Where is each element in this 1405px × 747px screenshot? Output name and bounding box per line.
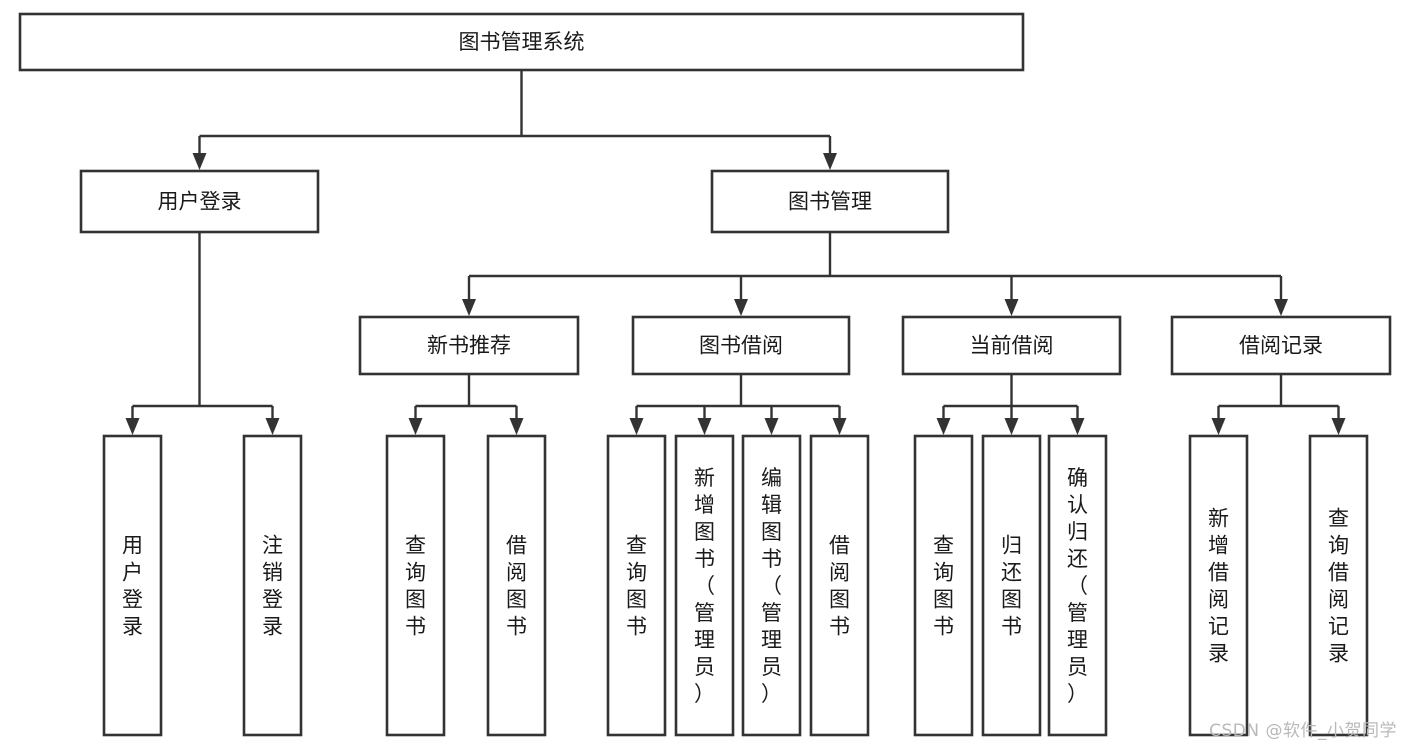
node-root-box[interactable] — [18, 12, 1025, 72]
node-borrow-record-label: 借阅记录 — [1239, 334, 1323, 358]
node-book-management-label: 图书管理 — [788, 190, 872, 214]
arrow-head-icon — [408, 418, 423, 435]
node-leaf-add-borrow-record[interactable]: 新增借阅记录 — [1188, 434, 1249, 737]
node-leaf-logout-login[interactable]: 注销登录 — [242, 434, 303, 737]
node-leaf-edit-book-admin[interactable]: 编辑图书（管理员） — [741, 434, 802, 737]
node-leaf-add-borrow-record-box[interactable] — [1188, 434, 1249, 737]
node-leaf-borrow-book-box[interactable] — [809, 434, 870, 737]
node-root[interactable]: 图书管理系统 — [18, 12, 1025, 72]
node-leaf-confirm-return-admin-label: 确认归还（管理员） — [1067, 466, 1088, 706]
arrow-head-icon — [265, 418, 280, 435]
node-leaf-user-login-box[interactable] — [102, 434, 163, 737]
node-new-book-recommend-box[interactable] — [358, 315, 580, 376]
arrow-head-icon — [1274, 299, 1288, 316]
nodes-layer: 图书管理系统用户登录图书管理新书推荐图书借阅当前借阅借阅记录用户登录注销登录查询… — [18, 12, 1392, 737]
node-leaf-query-book-current[interactable]: 查询图书 — [913, 434, 974, 737]
arrow-head-icon — [1004, 299, 1019, 316]
node-user-login[interactable]: 用户登录 — [79, 169, 320, 234]
node-leaf-query-book-rec-label: 查询图书 — [405, 534, 426, 639]
arrow-head-icon — [734, 299, 748, 316]
node-leaf-add-book-admin-box[interactable] — [674, 434, 735, 737]
node-new-book-recommend[interactable]: 新书推荐 — [358, 315, 580, 376]
node-book-borrow-label: 图书借阅 — [699, 334, 783, 358]
arrow-head-icon — [629, 418, 644, 435]
node-leaf-query-borrow-record-box[interactable] — [1308, 434, 1369, 737]
node-leaf-confirm-return-admin[interactable]: 确认归还（管理员） — [1047, 434, 1108, 737]
node-leaf-add-book-admin[interactable]: 新增图书（管理员） — [674, 434, 735, 737]
node-leaf-query-book-borrow[interactable]: 查询图书 — [606, 434, 667, 737]
arrow-head-icon — [764, 418, 779, 435]
arrow-head-icon — [125, 418, 140, 435]
node-leaf-query-book-rec-box[interactable] — [385, 434, 446, 737]
arrow-head-icon — [1004, 418, 1019, 435]
node-leaf-edit-book-admin-box[interactable] — [741, 434, 802, 737]
node-current-borrow-label: 当前借阅 — [970, 334, 1054, 358]
node-user-login-box[interactable] — [79, 169, 320, 234]
node-leaf-return-book-box[interactable] — [981, 434, 1042, 737]
node-current-borrow[interactable]: 当前借阅 — [901, 315, 1122, 376]
node-leaf-query-borrow-record-label: 查询借阅记录 — [1328, 507, 1349, 666]
node-leaf-borrow-book-rec-label: 借阅图书 — [506, 534, 527, 639]
node-user-login-label: 用户登录 — [158, 190, 242, 214]
node-leaf-query-book-borrow-box[interactable] — [606, 434, 667, 737]
arrow-head-icon — [1070, 418, 1085, 435]
node-borrow-record-box[interactable] — [1170, 315, 1392, 376]
connectors-layer — [125, 70, 1346, 435]
node-leaf-add-borrow-record-label: 新增借阅记录 — [1208, 507, 1229, 666]
node-leaf-query-book-current-box[interactable] — [913, 434, 974, 737]
node-leaf-query-book-current-label: 查询图书 — [933, 534, 954, 639]
node-leaf-return-book-label: 归还图书 — [1001, 534, 1022, 639]
node-leaf-query-borrow-record[interactable]: 查询借阅记录 — [1308, 434, 1369, 737]
arrow-head-icon — [509, 418, 524, 435]
node-book-borrow[interactable]: 图书借阅 — [631, 315, 851, 376]
arrow-head-icon — [1211, 418, 1226, 435]
arrow-head-icon — [823, 153, 837, 170]
arrow-head-icon — [936, 418, 951, 435]
node-leaf-logout-login-label: 注销登录 — [262, 534, 283, 639]
node-leaf-borrow-book-rec-box[interactable] — [486, 434, 547, 737]
arrow-head-icon — [192, 153, 207, 170]
node-leaf-query-book-rec[interactable]: 查询图书 — [385, 434, 446, 737]
node-new-book-recommend-label: 新书推荐 — [427, 334, 511, 358]
arrow-head-icon — [1331, 418, 1346, 435]
node-current-borrow-box[interactable] — [901, 315, 1122, 376]
node-leaf-edit-book-admin-label: 编辑图书（管理员） — [761, 466, 782, 706]
node-book-borrow-box[interactable] — [631, 315, 851, 376]
node-book-management-box[interactable] — [710, 169, 950, 234]
node-leaf-return-book[interactable]: 归还图书 — [981, 434, 1042, 737]
arrow-head-icon — [832, 418, 847, 435]
node-leaf-query-book-borrow-label: 查询图书 — [626, 534, 647, 639]
arrow-head-icon — [697, 418, 712, 435]
node-leaf-logout-login-box[interactable] — [242, 434, 303, 737]
node-root-label: 图书管理系统 — [459, 30, 585, 54]
node-leaf-borrow-book[interactable]: 借阅图书 — [809, 434, 870, 737]
csdn-watermark: CSDN @软件_小贺同学 — [1209, 721, 1397, 741]
node-leaf-user-login[interactable]: 用户登录 — [102, 434, 163, 737]
node-leaf-borrow-book-rec[interactable]: 借阅图书 — [486, 434, 547, 737]
node-leaf-add-book-admin-label: 新增图书（管理员） — [694, 466, 715, 706]
node-leaf-user-login-label: 用户登录 — [122, 534, 143, 639]
node-leaf-borrow-book-label: 借阅图书 — [829, 534, 850, 639]
node-borrow-record[interactable]: 借阅记录 — [1170, 315, 1392, 376]
node-book-management[interactable]: 图书管理 — [710, 169, 950, 234]
node-leaf-confirm-return-admin-box[interactable] — [1047, 434, 1108, 737]
arrow-head-icon — [462, 299, 476, 316]
